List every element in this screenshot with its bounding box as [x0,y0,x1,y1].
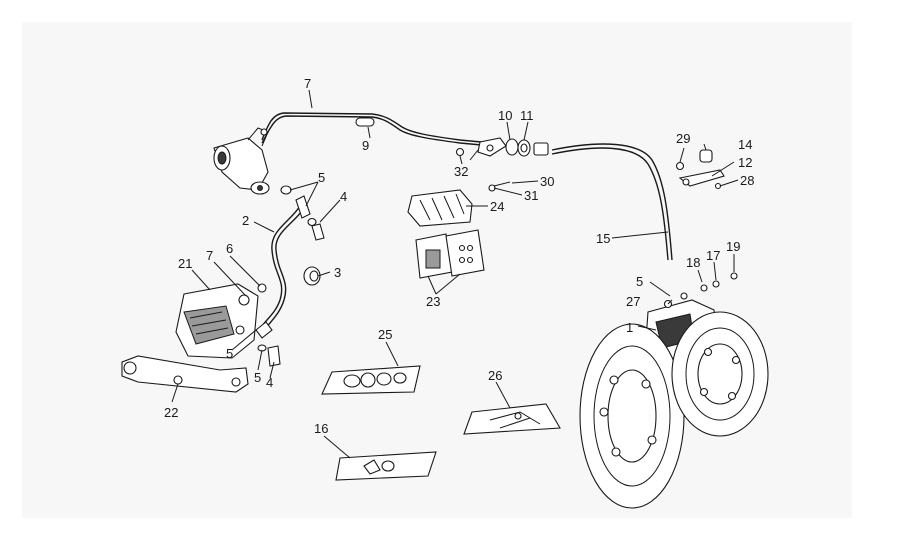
label-28: 28 [740,173,754,188]
label-22: 22 [164,405,178,420]
pipe-clip-10 [355,117,375,127]
kit-bag-25 [321,365,421,395]
hose-2 [261,205,305,329]
label-23: 23 [426,294,440,309]
brake-pipe-9 [261,112,493,147]
label-12: 11 [520,108,534,123]
label-11: 10 [498,108,512,123]
label-19: 18 [686,255,700,270]
brake-disc-rear [671,311,769,437]
part-labels: 7 9 10 11 32 30 31 24 23 29 14 12 28 15 … [164,76,754,436]
label-26: 26 [488,368,502,383]
label-27: 27 [626,294,640,309]
brake-pads-23 [415,229,485,279]
label-17: 16 [314,421,328,436]
label-31: 31 [524,188,538,203]
label-15: 14 [738,137,752,152]
label-5-low: 5 [254,370,261,385]
leader-lines [171,89,739,459]
label-4-upper: 4 [340,189,347,204]
label-5-upper: 5 [318,170,325,185]
label-21: 21 [178,256,192,271]
label-2: 2 [242,213,249,228]
label-25: 25 [378,327,392,342]
label-3: 3 [334,265,341,280]
label-6: 6 [226,241,233,256]
pad-spring-24 [407,189,473,227]
label-32: 32 [454,164,468,179]
grommet-3 [303,266,321,286]
label-4-low: 4 [266,375,273,390]
label-5-mid: 5 [226,346,233,361]
label-24: 24 [490,199,504,214]
union-fittings [455,137,549,192]
label-5-right: 5 [636,274,643,289]
label-14: 12 [738,155,752,170]
label-10: 9 [362,138,369,153]
torque-arm-22 [121,355,249,393]
brake-disc-front [579,323,685,509]
label-20: 19 [726,239,740,254]
kit-bag-17 [335,451,437,481]
label-7: 7 [206,248,213,263]
label-9: 7 [304,76,311,91]
banjo-bolts-lower [255,321,281,367]
label-1: 1 [626,320,633,335]
master-cylinder [213,127,270,195]
label-30: 30 [540,174,554,189]
label-29: 29 [676,131,690,146]
hose-16 [551,143,673,261]
label-18: 17 [706,248,720,263]
kit-bag-26 [463,403,561,435]
banjo-bolts-upper [280,185,325,241]
label-16: 15 [596,231,610,246]
rear-caliper-21 [175,283,267,359]
